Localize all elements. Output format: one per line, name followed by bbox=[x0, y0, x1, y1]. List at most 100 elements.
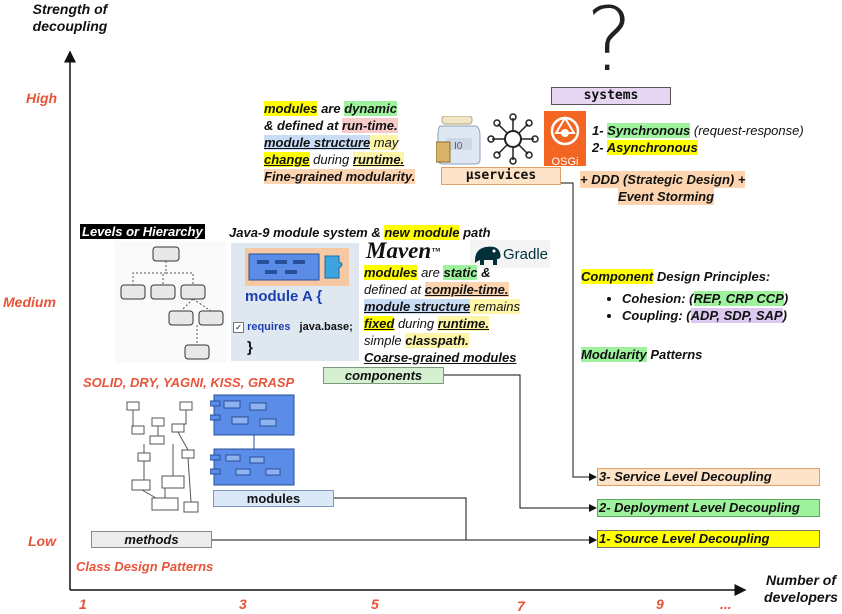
java9-heading: Java-9 module system & new module path bbox=[229, 225, 491, 241]
comp-word-classpath: classpath. bbox=[405, 333, 469, 348]
ms-word-dynamic: dynamic bbox=[344, 101, 397, 116]
y-axis-title: Strength of decoupling bbox=[20, 1, 120, 35]
requires-keyword: requires bbox=[247, 321, 291, 333]
osgi-label: OSGi bbox=[551, 156, 579, 168]
ms-word-during: during bbox=[309, 152, 353, 167]
module-blocks-graphic bbox=[210, 394, 295, 486]
gradle-elephant-icon bbox=[474, 246, 501, 265]
x-tick-3: 3 bbox=[239, 596, 247, 612]
ms-word-may: may bbox=[370, 135, 399, 150]
component-principles-title: Component Design Principles: bbox=[581, 268, 770, 285]
ms-word-defined: & defined at bbox=[264, 118, 343, 133]
methods-box: methods bbox=[91, 531, 212, 548]
y-axis-title-line1: Strength of bbox=[32, 1, 108, 17]
class-diagram bbox=[122, 398, 207, 524]
ms-word-fine-grained: Fine-grained modularity. bbox=[264, 169, 416, 184]
module-puzzle-icon bbox=[248, 253, 343, 281]
jar-icon: I0 bbox=[436, 116, 481, 165]
principle-coupling: Coupling: (ADP, SDP, SAP) bbox=[622, 307, 842, 324]
ms-word-change: change bbox=[264, 152, 310, 167]
principles-component: Component bbox=[581, 269, 654, 284]
osgi-shape-icon bbox=[550, 116, 580, 146]
deployment-level-box: 2- Deployment Level Decoupling bbox=[597, 499, 820, 517]
comm-line1-prefix: 1- bbox=[592, 123, 608, 138]
levels-hierarchy-title: Levels or Hierarchy bbox=[80, 224, 205, 239]
ms-word-are: are bbox=[317, 101, 345, 116]
x-tick-9: 9 bbox=[656, 596, 664, 612]
modularity-rest: Patterns bbox=[646, 347, 703, 362]
comp-word-coarse: Coarse-grained modules bbox=[364, 350, 517, 365]
question-mark-icon: ? bbox=[586, 0, 633, 91]
ddd-line2: Event Storming bbox=[618, 188, 715, 205]
comp-word-remains: remains bbox=[470, 299, 521, 314]
communication-styles: 1- Synchronous (request-response) 2- Asy… bbox=[592, 122, 837, 156]
comm-line2-prefix: 2- bbox=[592, 140, 607, 155]
y-level-high: High bbox=[26, 90, 58, 106]
components-description: modules are static & defined at compile-… bbox=[364, 264, 540, 366]
y-level-medium: Medium bbox=[3, 294, 56, 310]
module-code-requires: ✓ requires java.base; bbox=[233, 321, 353, 333]
svg-text:I0: I0 bbox=[454, 141, 463, 152]
solid-principles: SOLID, DRY, YAGNI, KISS, GRASP bbox=[83, 375, 295, 390]
module-code-line1: module A { bbox=[245, 288, 323, 305]
cohesion-prefix: Cohesion: ( bbox=[622, 291, 694, 306]
coupling-values: ADP, SDP, SAP bbox=[690, 308, 783, 323]
principles-list: Cohesion: (REP, CRP CCP) Coupling: (ADP,… bbox=[582, 290, 842, 324]
comp-word-are: are bbox=[417, 265, 444, 280]
microservices-box: µservices bbox=[441, 167, 561, 185]
ddd-line1: + DDD (Strategic Design) + bbox=[580, 171, 746, 188]
module-graphic bbox=[245, 248, 349, 286]
modularity-patterns: Modularity Patterns bbox=[581, 346, 702, 363]
requires-target: java.base; bbox=[299, 321, 353, 333]
ms-word-runtime: run-time. bbox=[342, 118, 398, 133]
y-level-low: Low bbox=[28, 533, 56, 549]
cohesion-suffix: ) bbox=[783, 291, 789, 306]
osgi-logo: OSGi bbox=[544, 111, 586, 168]
principles-title-rest: Design Principles: bbox=[653, 269, 771, 284]
microservices-description: modules are dynamic & defined at run-tim… bbox=[264, 100, 439, 185]
comp-word-amp: & bbox=[477, 265, 491, 280]
x-tick-7: 7 bbox=[517, 598, 525, 614]
service-level-box: 3- Service Level Decoupling bbox=[597, 468, 820, 486]
comp-word-module-structure: module structure bbox=[364, 299, 471, 314]
ms-word-modules: modules bbox=[264, 101, 318, 116]
coupling-suffix: ) bbox=[782, 308, 787, 323]
comp-word-fixed: fixed bbox=[364, 316, 395, 331]
network-gear-icon bbox=[487, 113, 539, 165]
principle-cohesion: Cohesion: (REP, CRP CCP) bbox=[622, 290, 842, 307]
coupling-prefix: Coupling: ( bbox=[622, 308, 691, 323]
systems-box: systems bbox=[551, 87, 671, 105]
modularity-word: Modularity bbox=[581, 347, 647, 362]
comm-asynchronous: Asynchronous bbox=[606, 140, 698, 155]
comm-request-response: (request-response) bbox=[690, 123, 804, 138]
comp-word-defined: defined at bbox=[364, 282, 425, 297]
comm-synchronous: Synchronous bbox=[607, 123, 691, 138]
java9-new-module: new module bbox=[384, 225, 460, 240]
comp-word-static: static bbox=[443, 265, 478, 280]
cohesion-values: REP, CRP CCP bbox=[693, 291, 784, 306]
source-level-box: 1- Source Level Decoupling bbox=[597, 530, 820, 548]
module-code-close: } bbox=[247, 339, 253, 356]
comp-word-compile: compile-time. bbox=[424, 282, 509, 297]
x-tick-1: 1 bbox=[79, 596, 87, 612]
maven-text: Maven bbox=[366, 238, 432, 263]
gradle-logo: Gradle bbox=[470, 240, 550, 268]
connector-modules-source bbox=[334, 497, 597, 544]
x-tick-5: 5 bbox=[371, 596, 379, 612]
ddd-note: + DDD (Strategic Design) + Event Stormin… bbox=[580, 171, 746, 205]
comp-word-runtime: runtime. bbox=[437, 316, 490, 331]
comp-word-during: during bbox=[394, 316, 438, 331]
module-code-card: module A { ✓ requires java.base; } bbox=[231, 243, 359, 361]
ms-word-module-structure: module structure bbox=[264, 135, 371, 150]
maven-logo: Maven™ bbox=[366, 238, 440, 264]
java9-prefix: Java-9 module system & bbox=[229, 225, 385, 240]
y-axis-title-line2: decoupling bbox=[32, 18, 108, 34]
hierarchy-diagram bbox=[115, 241, 227, 363]
x-tick-ellipsis: ... bbox=[720, 596, 732, 612]
comp-word-simple: simple bbox=[364, 333, 406, 348]
class-design-patterns: Class Design Patterns bbox=[76, 559, 214, 574]
x-axis-title: Number of developers bbox=[756, 572, 842, 606]
comp-word-modules: modules bbox=[364, 265, 418, 280]
connector-components-deployment bbox=[444, 374, 597, 512]
